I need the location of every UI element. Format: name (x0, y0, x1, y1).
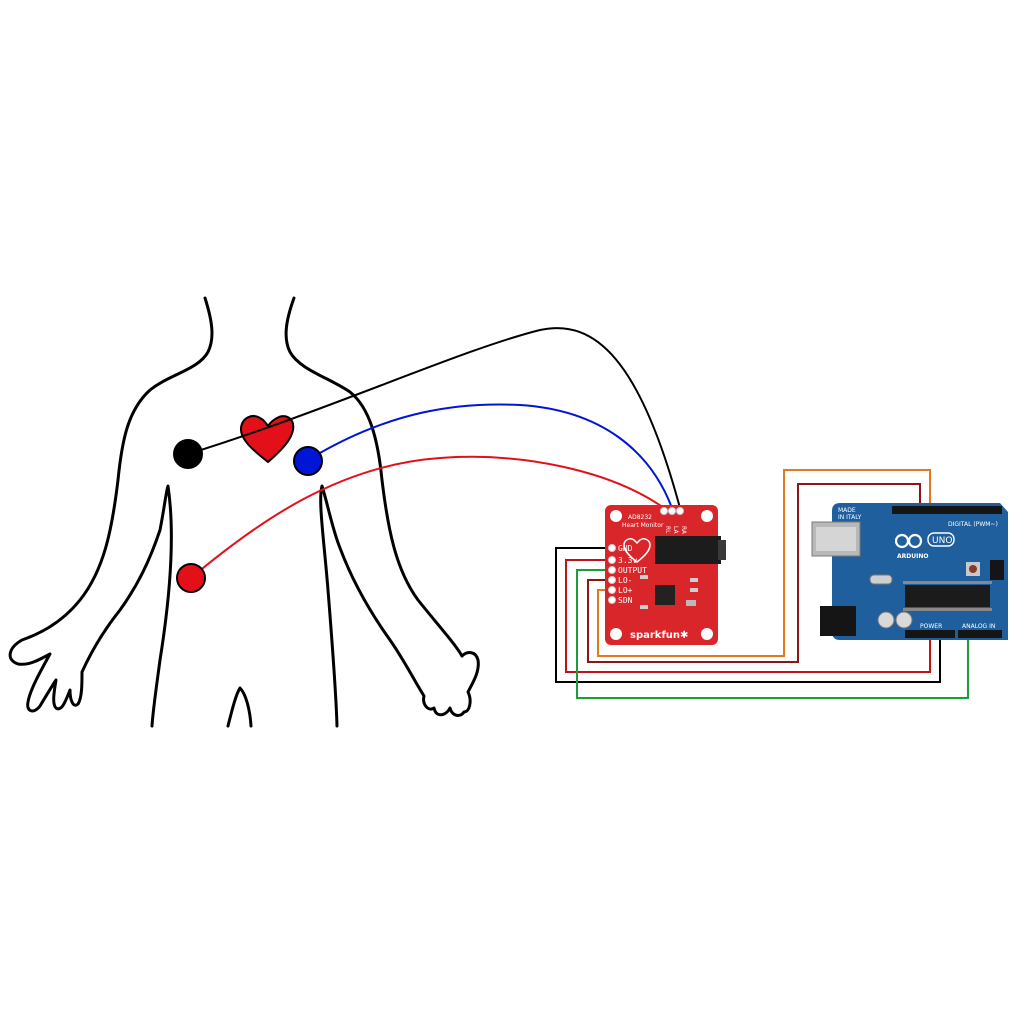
arduino-made: MADE (838, 507, 856, 514)
atmega-chip (905, 585, 990, 607)
audio-jack (655, 536, 721, 564)
ra-lead-wire (187, 327, 681, 509)
board-brand-star-icon: ✱ (680, 630, 688, 641)
pin-label-sdn: SDN (618, 596, 633, 605)
arduino-uno-board: ARDUINO UNO MADE IN ITALY DIGITAL (PWM~)… (811, 503, 1008, 640)
board-title: AD8232 (628, 514, 652, 521)
rl-electrode (176, 563, 206, 593)
la-electrode (293, 446, 323, 476)
board-subtitle: Heart Monitor (622, 522, 664, 529)
digital-header (892, 506, 1002, 514)
pin-label-3v3: 3.3v (618, 556, 637, 565)
body-outline (8, 296, 480, 728)
rl-lead-wire (190, 455, 665, 579)
pin-label-lo-minus: LO- (618, 576, 632, 585)
arduino-country: IN ITALY (838, 514, 862, 521)
crystal (869, 574, 893, 585)
board-to-arduino-wires (555, 469, 969, 699)
board-brand: sparkfun (630, 630, 680, 641)
la-lead-wire (307, 403, 673, 509)
arduino-model: UNO (932, 536, 952, 546)
ad8232-board: AD8232 Heart Monitor sparkfun ✱ GND 3.3v… (605, 505, 726, 645)
pin-label-lo-plus: LO+ (618, 586, 633, 595)
heart-icon (239, 415, 295, 464)
ra-electrode (173, 439, 203, 469)
pin-label-gnd: GND (618, 544, 633, 553)
arduino-power-label: POWER (920, 623, 942, 630)
power-header (905, 630, 955, 638)
pin-label-la: LA (672, 526, 679, 534)
analog-header (958, 630, 1002, 638)
dc-power-jack (820, 606, 856, 636)
capacitor (895, 611, 913, 629)
capacitor (877, 611, 895, 629)
arduino-logo-text: ARDUINO (897, 553, 928, 560)
arduino-digital-label: DIGITAL (PWM~) (948, 521, 998, 528)
board-heart-icon (623, 538, 651, 563)
pin-label-ra: RA (680, 526, 687, 535)
arduino-analog-label: ANALOG IN (962, 623, 995, 630)
pin-label-output: OUTPUT (618, 566, 647, 575)
ad8232-chip (655, 585, 675, 605)
arduino-infinity-logo-icon (894, 533, 923, 549)
pin-label-rl: RL (664, 526, 671, 534)
